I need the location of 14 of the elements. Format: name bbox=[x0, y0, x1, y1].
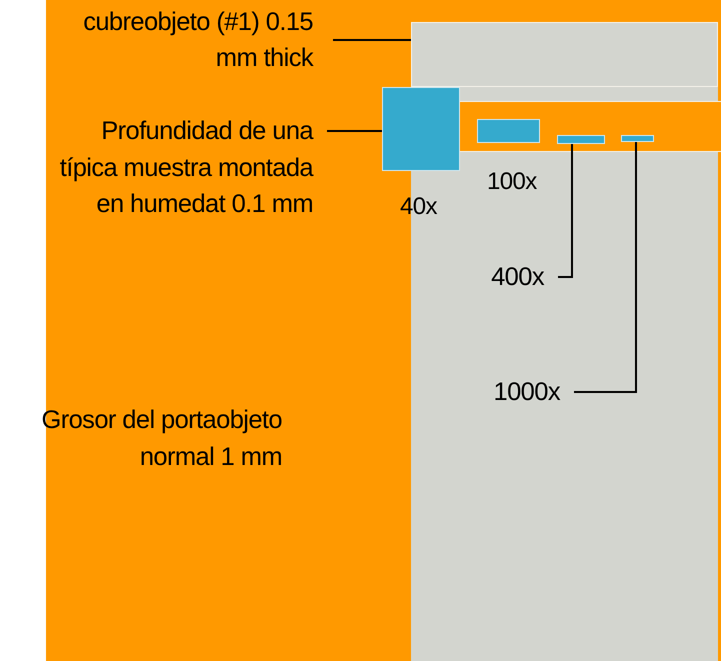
specimen-box bbox=[477, 119, 540, 143]
magnification-label: 100x bbox=[487, 167, 537, 197]
cover-slip bbox=[411, 22, 718, 87]
callout-text: cubreobjeto (#1) 0.15 mm thick bbox=[58, 4, 313, 76]
callout-text: 400x bbox=[470, 262, 544, 292]
specimen-box bbox=[382, 87, 460, 171]
leader-line bbox=[558, 144, 573, 278]
callout-text: Profundidad de una típica muestra montada en humedat 0.1 mm bbox=[58, 113, 313, 222]
leader-line bbox=[574, 142, 637, 393]
specimen-box bbox=[621, 135, 654, 142]
leader-line bbox=[327, 130, 382, 132]
callout-text: 1000x bbox=[470, 377, 560, 407]
leader-line bbox=[333, 39, 411, 41]
specimen-box bbox=[557, 135, 605, 144]
